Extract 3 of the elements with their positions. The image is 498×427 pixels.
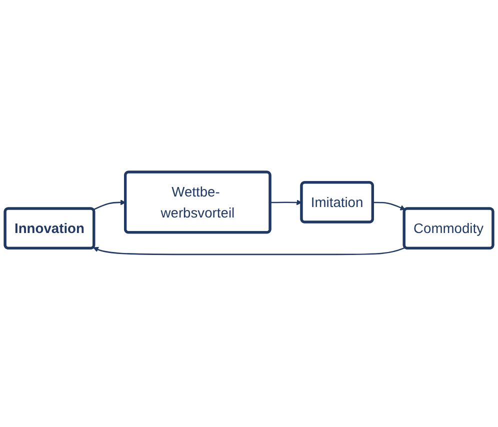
arrow [93,200,126,211]
arrow [372,202,406,211]
arrow [93,247,406,256]
